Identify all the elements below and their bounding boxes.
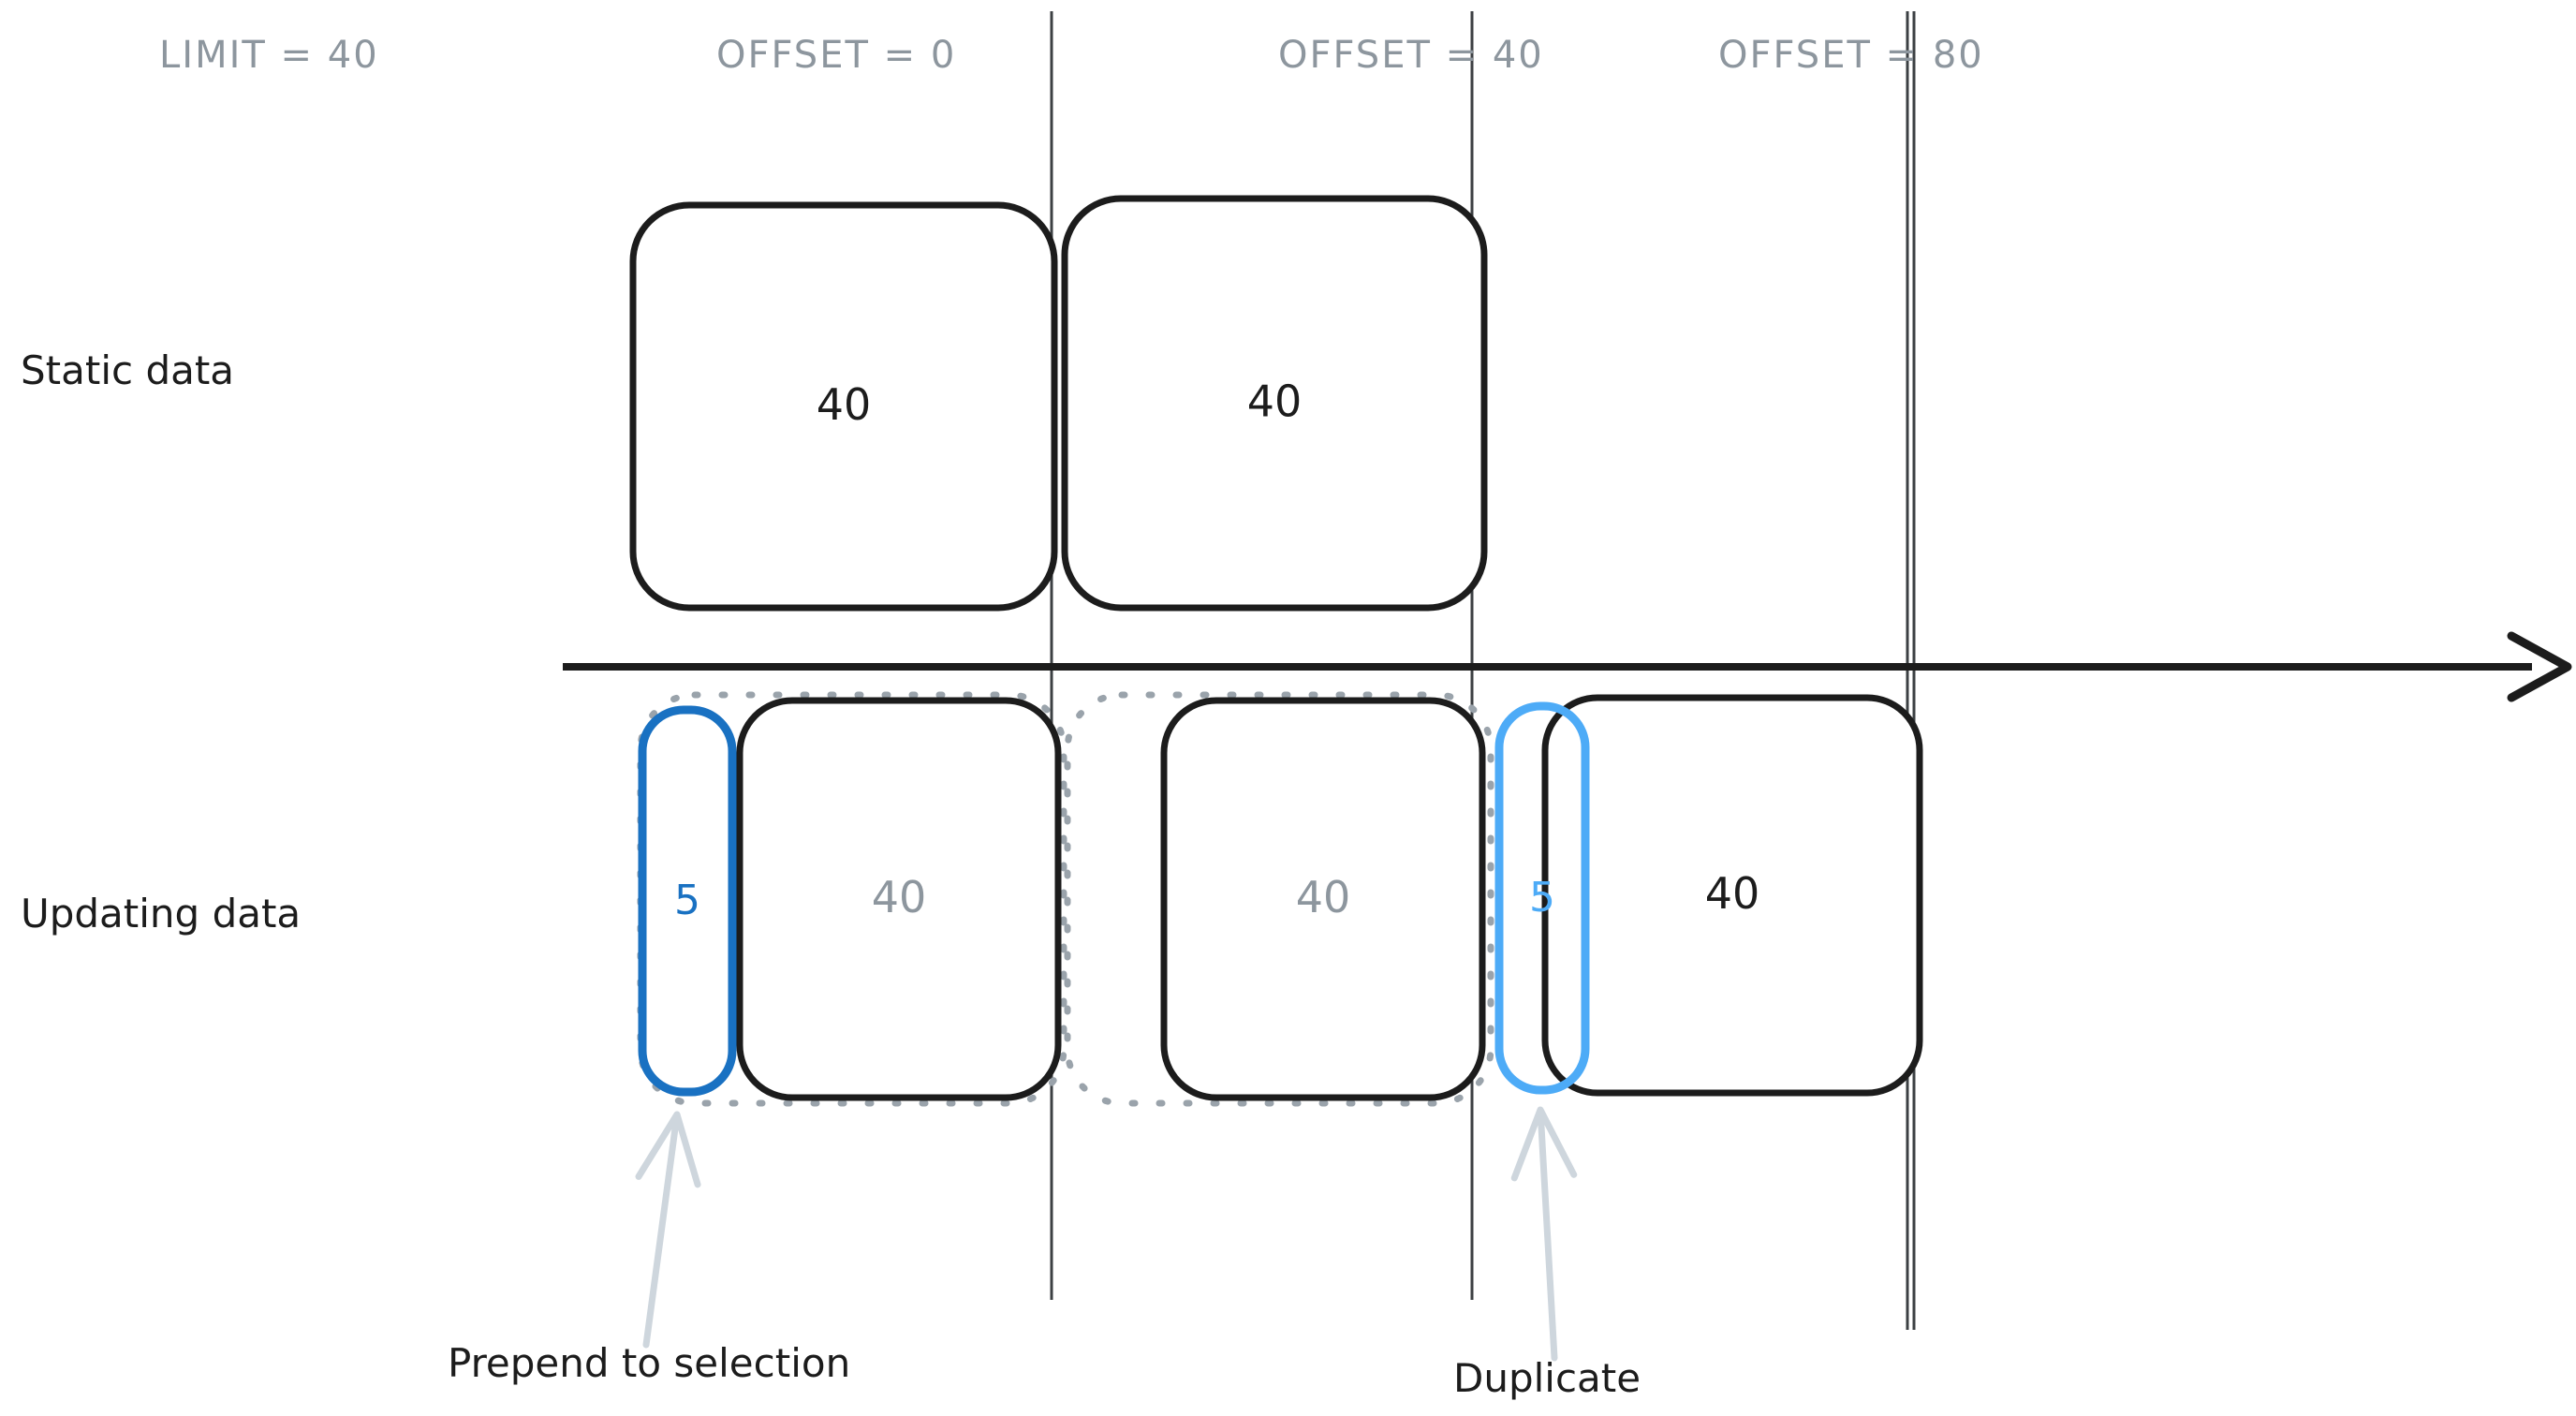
updating-page-value: 40 [872, 872, 927, 922]
timeline-arrow [563, 631, 2572, 702]
highlight-chunks: 5 5 [638, 701, 1590, 1097]
column-header-limit: LIMIT = 40 [159, 34, 379, 77]
ghost-outline-box [1064, 691, 1494, 1107]
prepend-chunk-value: 5 [674, 877, 700, 924]
static-page-value: 40 [1247, 376, 1303, 427]
annotation-pointers [635, 1106, 1578, 1362]
column-header-offset-80: OFFSET = 80 [1718, 34, 1984, 77]
column-header-offset-0: OFFSET = 0 [716, 34, 956, 77]
row-label-static-data: Static data [21, 347, 234, 393]
row-labels: Static data Updating data [21, 347, 301, 937]
column-header-offset-40: OFFSET = 40 [1278, 34, 1544, 77]
timeline-arrowhead-icon [2507, 631, 2572, 702]
prepend-pointer-arrow-icon [635, 1111, 701, 1349]
updating-page-value: 40 [1296, 872, 1351, 922]
updating-page-value: 40 [1705, 868, 1760, 919]
column-headers: LIMIT = 40 OFFSET = 0 OFFSET = 40 OFFSET… [159, 34, 1984, 77]
static-page-box[interactable] [629, 201, 1058, 612]
duplicate-chunk-box[interactable] [1494, 701, 1590, 1095]
updating-page-box[interactable] [1160, 697, 1486, 1101]
static-data-row: 40 40 [629, 195, 1488, 612]
row-label-updating-data: Updating data [21, 891, 301, 937]
annotation-label-duplicate: Duplicate [1453, 1355, 1641, 1401]
annotation-label-prepend: Prepend to selection [448, 1340, 850, 1386]
updating-page-box[interactable] [1541, 694, 1923, 1097]
static-page-value: 40 [817, 379, 872, 430]
duplicate-pointer-arrow-icon [1510, 1106, 1578, 1362]
updating-page-box[interactable] [736, 697, 1062, 1101]
annotation-labels: Prepend to selection Duplicate [448, 1340, 1641, 1401]
updating-data-row: 40 40 40 [736, 694, 1923, 1101]
static-page-box[interactable] [1061, 195, 1488, 612]
prepend-chunk-box[interactable] [638, 705, 737, 1097]
duplicate-chunk-value: 5 [1529, 874, 1555, 922]
